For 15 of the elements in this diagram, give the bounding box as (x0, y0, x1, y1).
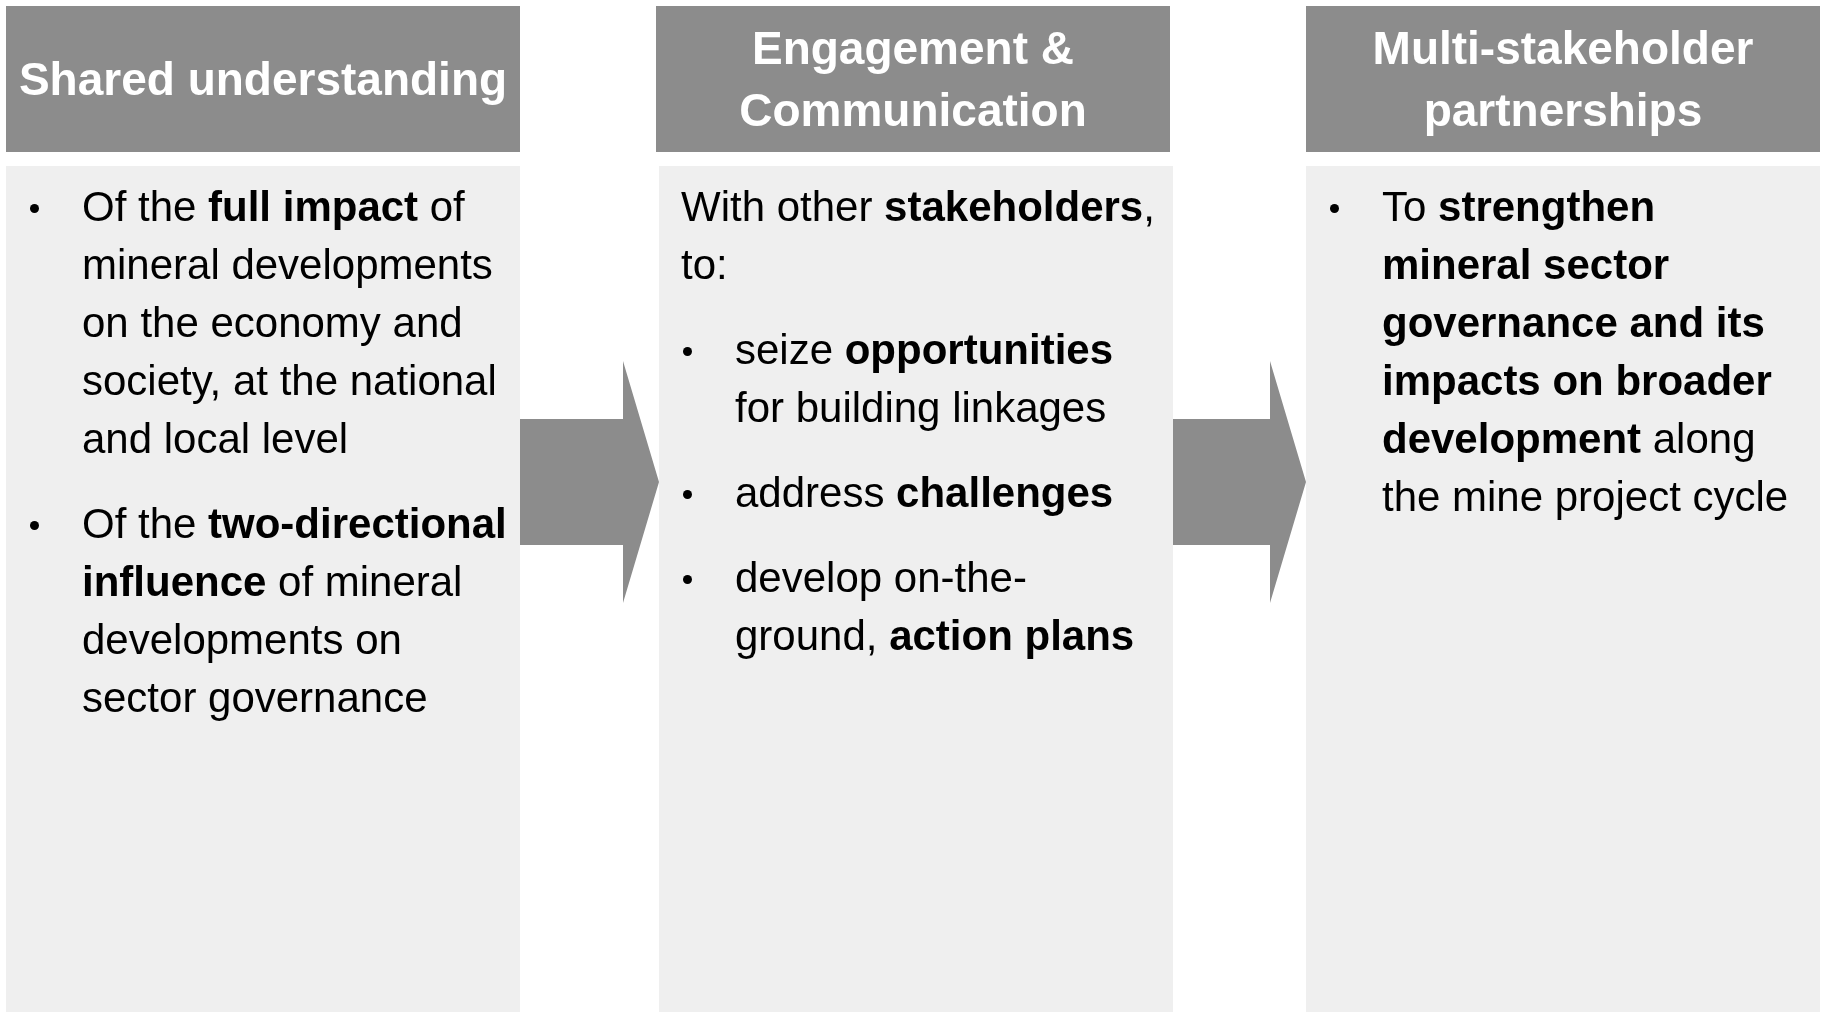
block-arrow (1173, 361, 1306, 603)
column-header: Shared understanding (6, 6, 520, 152)
bullet-text: seize opportunities for building linkages (735, 325, 1115, 433)
bullet-text: develop on-the-ground, action plans (735, 553, 1136, 661)
intro-text: With other stakeholders, to: (680, 182, 1156, 290)
column-header: Multi-stakeholder partnerships (1306, 6, 1820, 152)
column-header: Engagement & Communication (656, 6, 1170, 152)
content-panel (6, 166, 520, 1012)
block-arrow (520, 361, 659, 603)
content-panel (1306, 166, 1820, 1012)
bullet-text: To strengthen mineral sector governance and its impacts on broader development along the mine project cycle (1382, 182, 1790, 522)
bullet-text: Of the two-directional influence of mineral developments on sector governance (82, 499, 508, 723)
bullet-text: address challenges (735, 468, 1115, 518)
content-panel (659, 166, 1173, 1012)
bullet-text: Of the full impact of mineral developments on the economy and society, at the national and local level (82, 182, 498, 464)
